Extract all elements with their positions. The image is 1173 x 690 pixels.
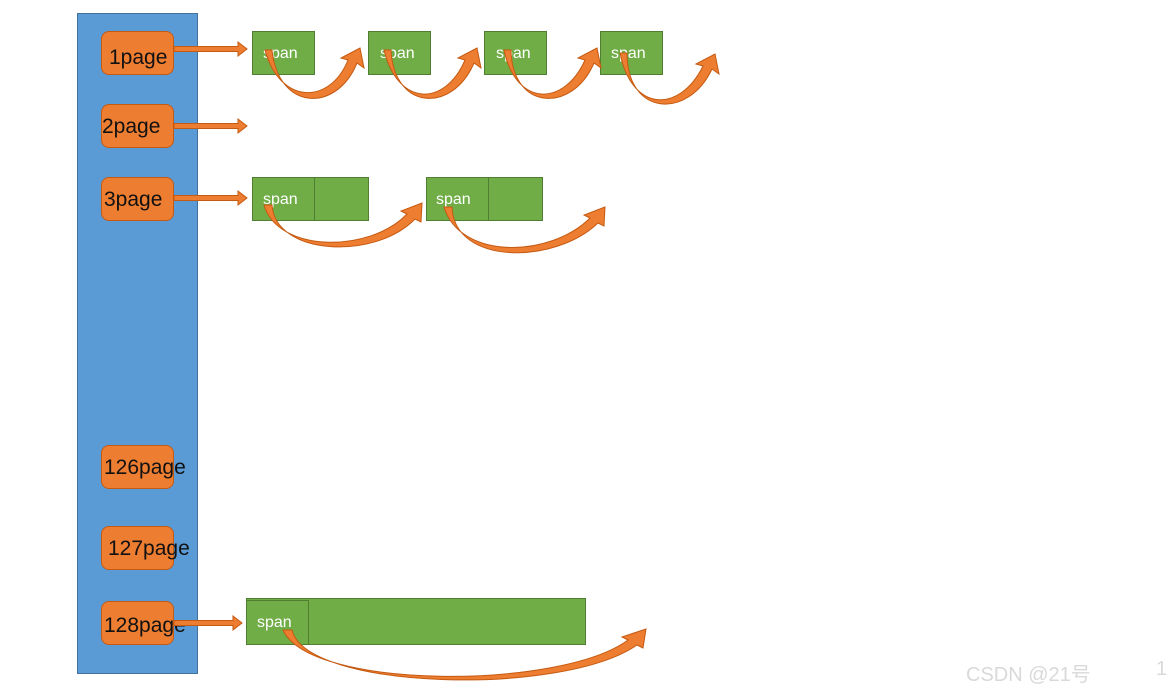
curve-arrow-1page-c [503,47,602,99]
curve-arrow-1page-a [264,47,365,99]
bucket-3page-label: 3page [104,188,163,211]
edge-number: 1 [1156,658,1168,680]
bucket-127page-label: 127page [108,537,190,560]
bucket-128page-label: 128page [104,614,186,637]
span-128page-label: span [257,614,292,631]
arrow-128page [173,614,243,632]
arrow-1page [173,40,248,58]
span-1page-c-label: span [496,45,531,62]
bucket-1page-label: 1page [109,46,168,69]
curve-arrow-128page [282,628,647,681]
span-1page-d [600,31,663,75]
span-128page-head [246,600,309,645]
span-3page-a-head [252,177,315,221]
span-3page-a-label: span [263,191,298,208]
span-1page-b [368,31,431,75]
curve-arrow-1page-b [383,47,482,99]
bucket-127page [101,526,174,570]
bucket-1page [101,31,174,75]
span-3page-b-label: span [436,191,471,208]
bucket-3page [101,177,174,221]
bucket-126page [101,445,174,489]
bucket-126page-label: 126page [104,456,186,479]
bucket-2page-label: 2page [102,115,161,138]
span-1page-d-label: span [611,45,646,62]
curve-arrow-3page-b [443,206,606,254]
arrow-2page [173,117,248,135]
span-3page-b-tail [488,177,543,221]
curve-arrow-3page-a [263,202,423,248]
curve-arrow-1page-d [619,52,720,105]
arrow-3page [173,189,248,207]
span-1page-a [252,31,315,75]
span-3page-a-tail [314,177,369,221]
csdn-watermark: CSDN @21号 [966,664,1091,686]
span-3page-b-head [426,177,489,221]
